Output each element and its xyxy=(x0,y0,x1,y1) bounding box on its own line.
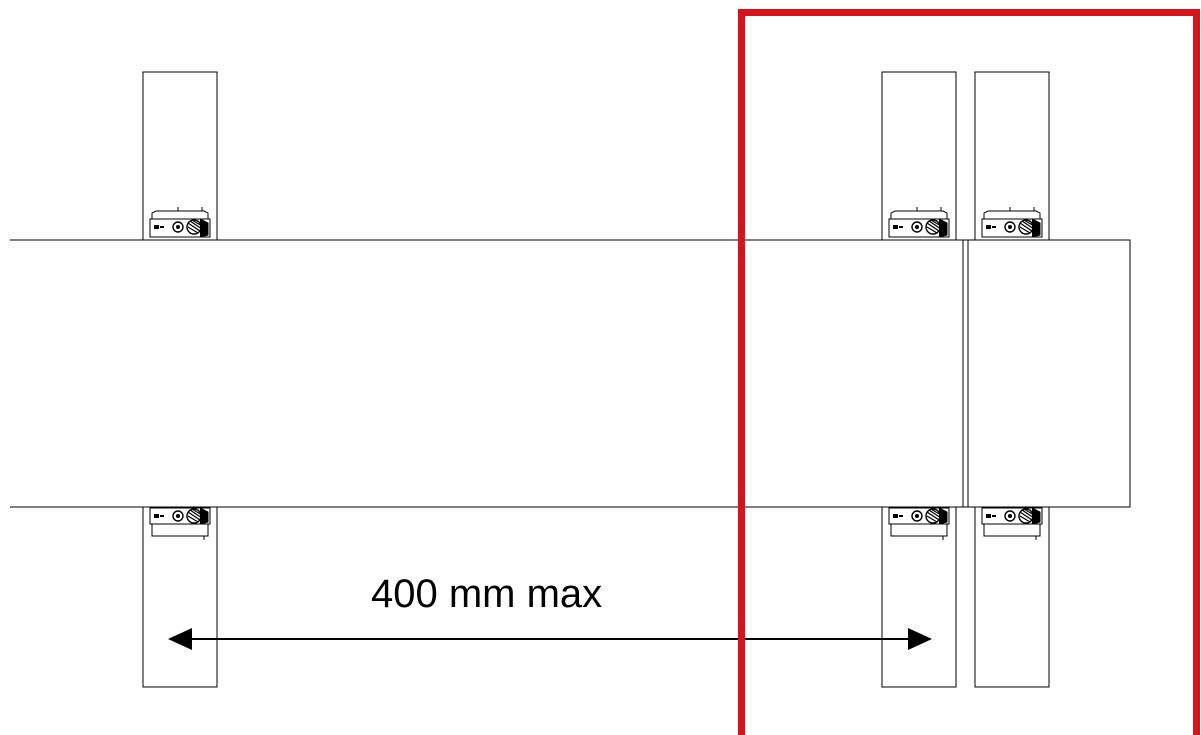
panel-end-2 xyxy=(967,239,1131,508)
double-headed-arrow-icon xyxy=(168,628,932,650)
right-post-1 xyxy=(881,71,957,688)
right-post-2 xyxy=(974,71,1050,688)
clip-icon xyxy=(149,206,211,238)
dimension-label: 400 mm max xyxy=(371,572,603,616)
panel-end-1 xyxy=(741,239,964,508)
highlight-frame xyxy=(738,9,1200,735)
left-post xyxy=(142,71,218,688)
clip-icon xyxy=(981,206,1043,238)
clip-icon xyxy=(888,206,950,238)
